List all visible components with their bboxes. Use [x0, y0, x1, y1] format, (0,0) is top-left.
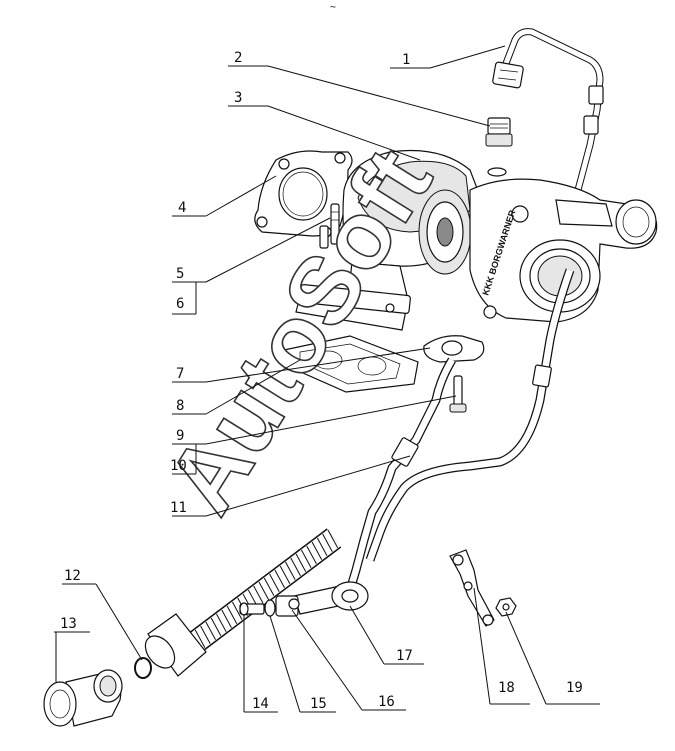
- hose-coil: [216, 613, 227, 633]
- compressor-housing: KKK BORGWARNER: [418, 178, 658, 323]
- callout-11: 11: [170, 500, 187, 516]
- callout-5: 5: [176, 266, 184, 282]
- support-bracket: [449, 549, 495, 627]
- hose-coil: [232, 601, 243, 621]
- callout-4: 4: [178, 200, 186, 216]
- header-mark: ~: [330, 2, 336, 13]
- oil-return-pipe: [345, 268, 575, 592]
- callout-3: 3: [234, 90, 242, 106]
- callout-16: 16: [378, 694, 395, 710]
- hose-coil: [301, 549, 312, 569]
- oil-feed-pipe: [492, 28, 604, 191]
- hose-coil: [306, 545, 317, 565]
- callout-2: 2: [234, 50, 242, 66]
- hose-coil: [263, 577, 275, 597]
- hose-coil: [221, 609, 232, 629]
- callout-9: 9: [176, 428, 184, 444]
- callout-numbers: 1 2 3 4 5 6 7 8 9 10 11 12 13 14 15 16 1…: [60, 50, 583, 712]
- banjo-end: [275, 581, 369, 617]
- drain-bolt: [449, 375, 467, 413]
- callout-12: 12: [64, 568, 81, 584]
- callout-8: 8: [176, 398, 184, 414]
- turbine-flange-gasket: [254, 150, 353, 238]
- exhaust-gasket: [277, 335, 419, 393]
- hose-coil: [311, 541, 323, 561]
- hose-coil: [258, 581, 270, 601]
- callout-18: 18: [498, 680, 515, 696]
- callout-19: 19: [566, 680, 583, 696]
- hose-coil: [274, 569, 285, 589]
- callout-7: 7: [176, 366, 184, 382]
- callout-leaders: [54, 45, 600, 713]
- callout-14: 14: [252, 696, 269, 712]
- flange-studs: [319, 203, 340, 249]
- hose-coil: [194, 629, 206, 649]
- flexible-oil-hose: [144, 528, 342, 677]
- callout-10: 10: [170, 458, 187, 474]
- hose-coil: [200, 625, 211, 645]
- hose-coil: [279, 565, 291, 585]
- hose-coil: [322, 533, 333, 553]
- bracket-nut: [495, 597, 517, 617]
- hose-coil: [316, 537, 328, 557]
- callout-15: 15: [310, 696, 327, 712]
- hose-coil: [253, 585, 264, 605]
- callout-1: 1: [402, 52, 410, 68]
- hose-coil: [269, 573, 280, 593]
- hose-coil: [205, 621, 216, 641]
- hose-coil: [290, 557, 301, 577]
- elbow-connector: [43, 669, 123, 727]
- hose-coil: [285, 561, 296, 581]
- callout-6: 6: [176, 296, 184, 312]
- oil-drain-flange: [423, 335, 485, 363]
- hose-coil: [327, 529, 339, 549]
- hose-bolt: [239, 599, 276, 617]
- callout-13: 13: [60, 616, 77, 632]
- callout-17: 17: [396, 648, 413, 664]
- hose-coil: [210, 617, 222, 637]
- hose-coil: [295, 553, 307, 573]
- oil-inlet-fitting: [485, 117, 513, 177]
- sealing-ring: [134, 657, 152, 679]
- hose-coil: [226, 605, 238, 625]
